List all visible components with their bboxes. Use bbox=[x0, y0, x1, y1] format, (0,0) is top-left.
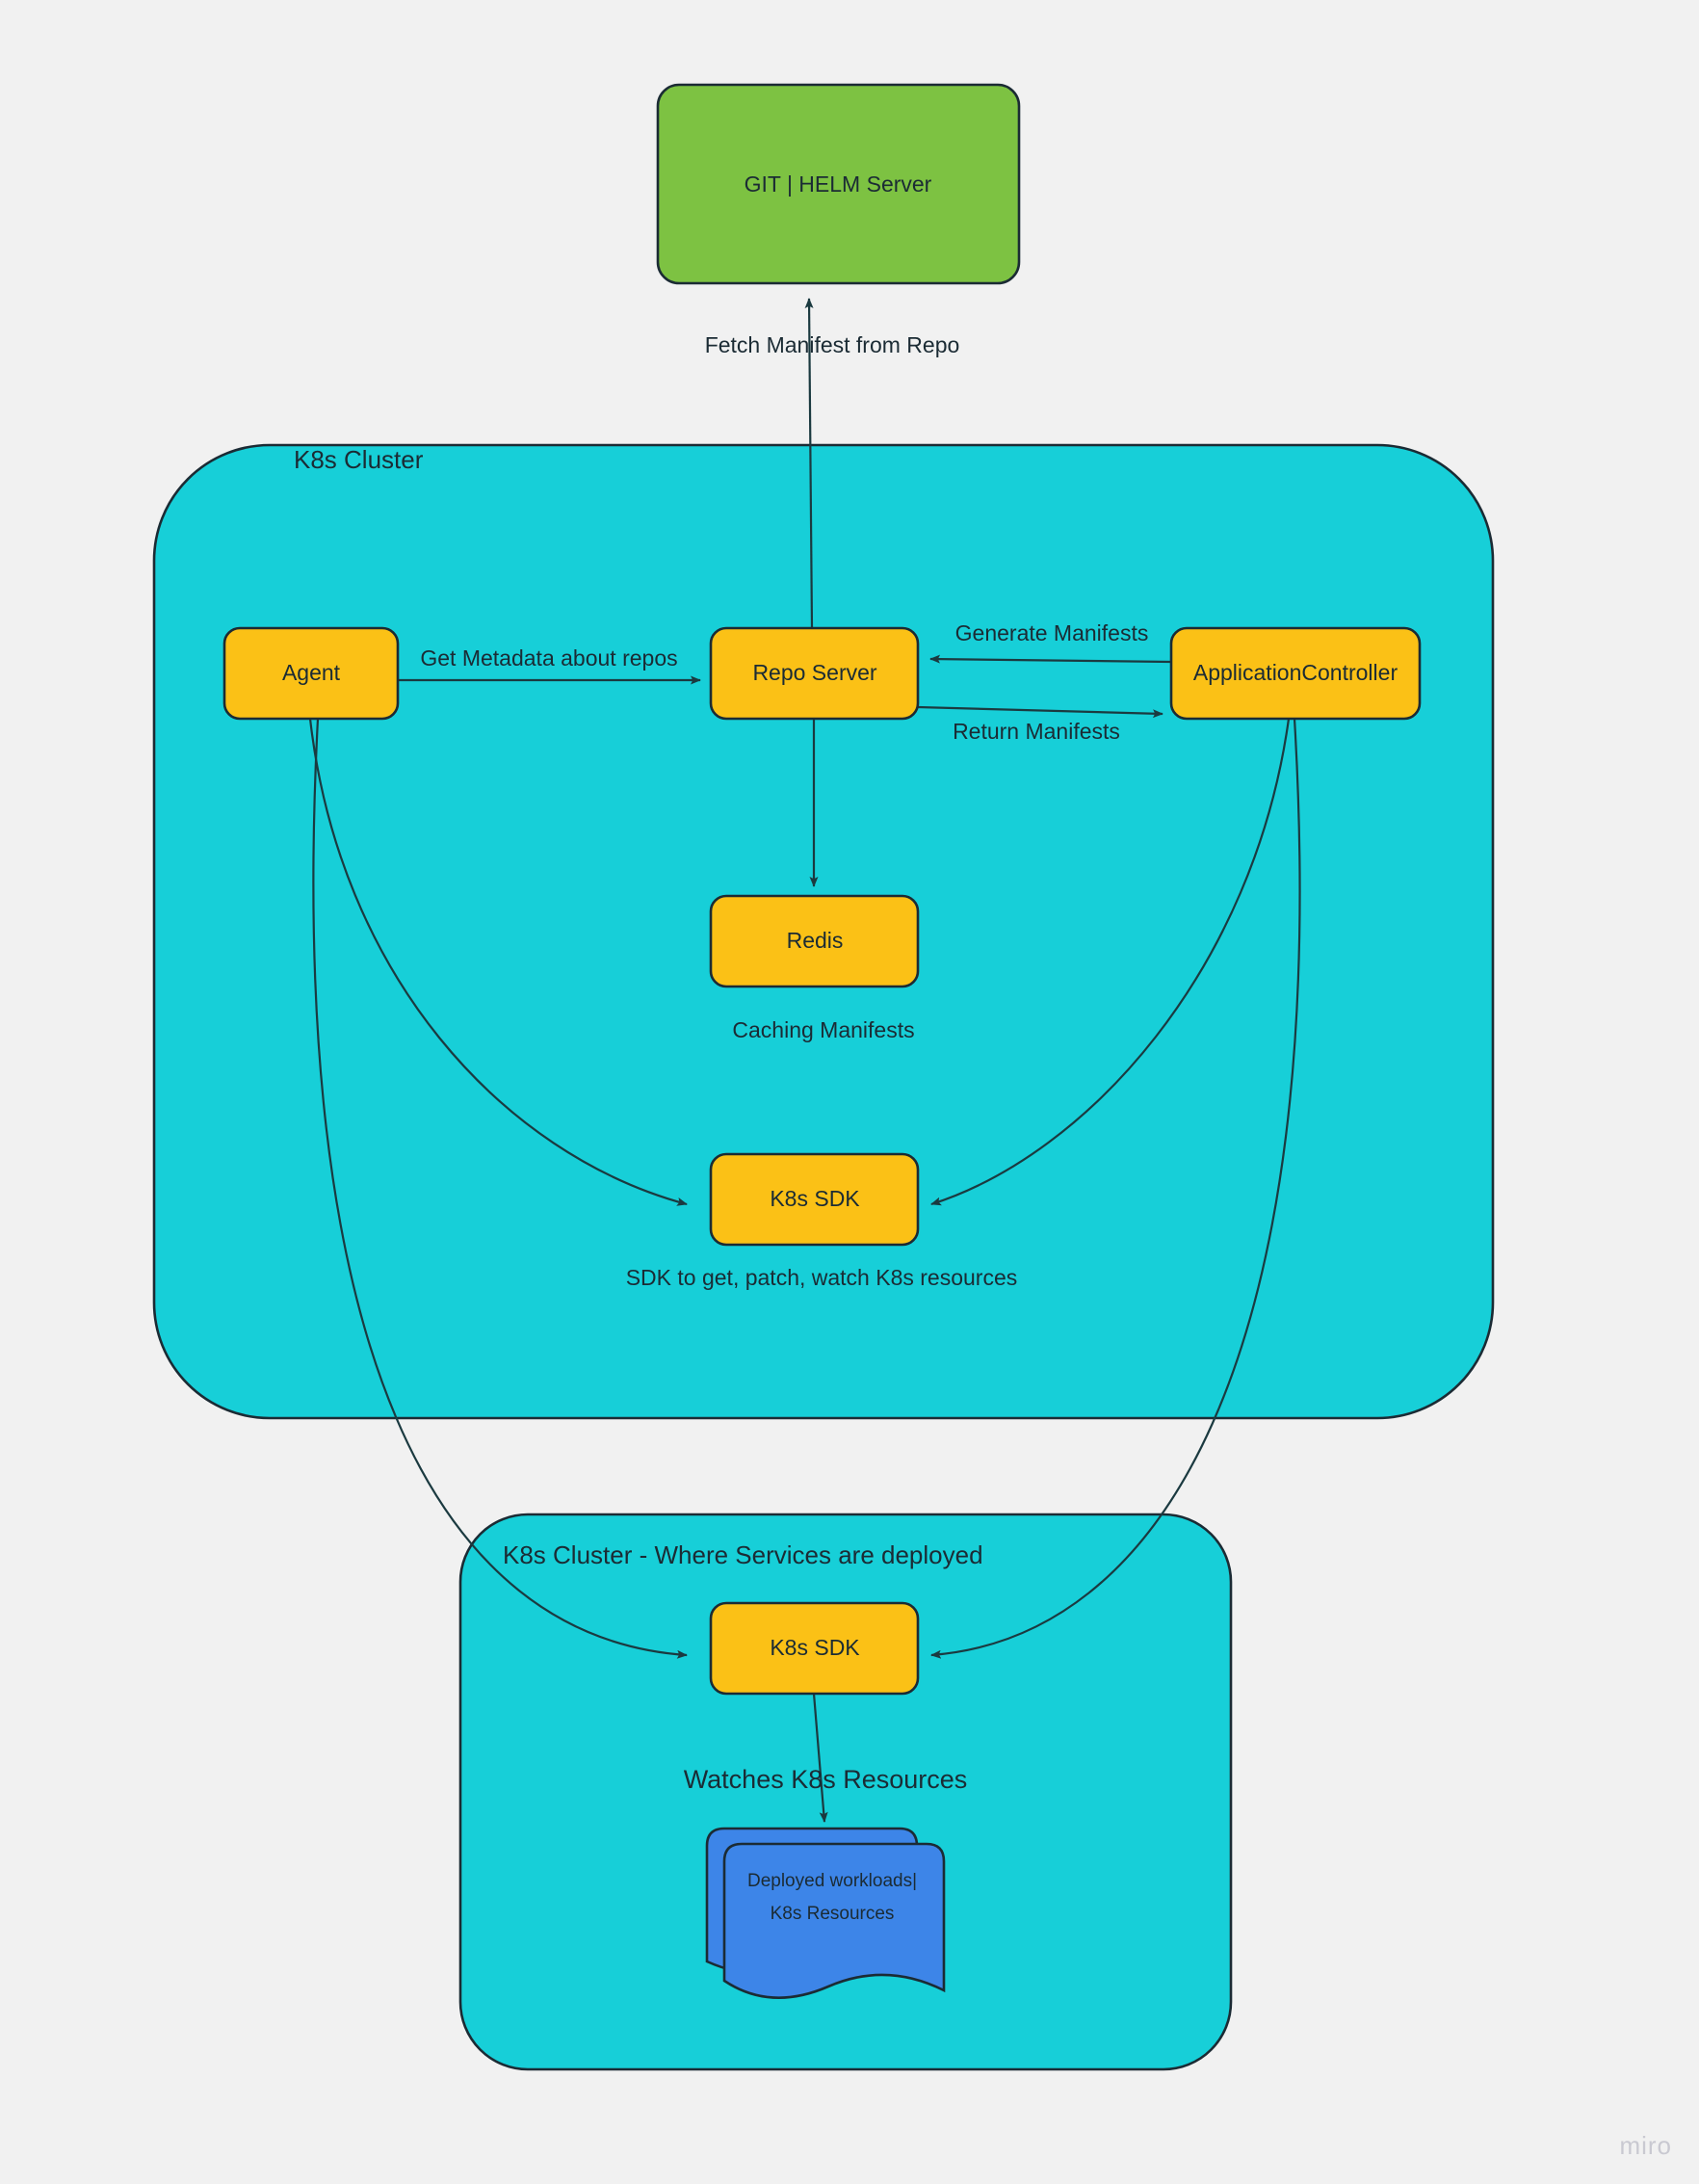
edge-label-generate-manifests: Generate Manifests bbox=[955, 620, 1149, 645]
group-title-k8s-cluster-control: K8s Cluster bbox=[294, 445, 424, 474]
edge-repo-server-to-application-controller bbox=[917, 705, 1163, 719]
deployed-workloads-label-line2: K8s Resources bbox=[771, 1904, 895, 1924]
application-controller-label: ApplicationController bbox=[1193, 660, 1398, 685]
git-helm-server-box[interactable] bbox=[656, 83, 1021, 285]
deployed-workloads-front-sheet bbox=[722, 1842, 946, 1999]
repo-server-box[interactable] bbox=[709, 626, 920, 721]
k8s-sdk-control-label: K8s SDK bbox=[770, 1186, 860, 1211]
edge-k8s-sdk-workload-to-workloads bbox=[812, 1693, 828, 1823]
agent-box[interactable] bbox=[222, 626, 400, 721]
edge-label-watches-k8s-resources: Watches K8s Resources bbox=[684, 1765, 968, 1794]
edge-repo-server-to-git bbox=[804, 298, 814, 629]
node-application-controller[interactable]: ApplicationController bbox=[1169, 626, 1422, 721]
captions: Caching Manifests SDK to get, patch, wat… bbox=[626, 1017, 1018, 1290]
node-repo-server[interactable]: Repo Server bbox=[709, 626, 920, 721]
redis-label: Redis bbox=[787, 928, 844, 953]
node-k8s-sdk-workload[interactable]: K8s SDK bbox=[709, 1601, 920, 1696]
application-controller-box[interactable] bbox=[1169, 626, 1422, 721]
miro-watermark: miro bbox=[1619, 2131, 1672, 2160]
k8s-sdk-workload-box[interactable] bbox=[709, 1601, 920, 1696]
edge-agent-to-k8s-sdk-workload bbox=[312, 718, 688, 1659]
edge-label-return-manifests: Return Manifests bbox=[953, 719, 1120, 744]
edge-application-controller-to-k8s-sdk-workload bbox=[930, 718, 1301, 1659]
edge-label-get-metadata: Get Metadata about repos bbox=[420, 645, 677, 671]
node-redis[interactable]: Redis bbox=[709, 894, 920, 988]
edge-application-controller-to-k8s-sdk-control bbox=[930, 718, 1291, 1206]
k8s-sdk-control-caption: SDK to get, patch, watch K8s resources bbox=[626, 1265, 1018, 1290]
group-title-k8s-cluster-workloads: K8s Cluster - Where Services are deploye… bbox=[503, 1540, 983, 1569]
agent-label: Agent bbox=[282, 660, 341, 685]
edge-label-fetch-manifest: Fetch Manifest from Repo bbox=[705, 332, 960, 357]
edges bbox=[308, 298, 1301, 1823]
group-k8s-cluster-workloads[interactable] bbox=[458, 1513, 1233, 2071]
node-k8s-sdk-control[interactable]: K8s SDK bbox=[709, 1152, 920, 1247]
repo-server-label: Repo Server bbox=[752, 660, 876, 685]
git-helm-server-label: GIT | HELM Server bbox=[745, 171, 932, 197]
k8s-sdk-control-box[interactable] bbox=[709, 1152, 920, 1247]
node-git-helm-server[interactable]: GIT | HELM Server bbox=[656, 83, 1021, 285]
node-deployed-workloads[interactable]: Deployed workloads| K8s Resources bbox=[705, 1827, 946, 1999]
redis-caption: Caching Manifests bbox=[732, 1017, 914, 1042]
edge-labels: Fetch Manifest from Repo Get Metadata ab… bbox=[420, 332, 1148, 1794]
nodes: GIT | HELM Server Agent Repo Server Appl… bbox=[222, 83, 1422, 1696]
edge-application-controller-to-repo-server bbox=[929, 654, 1172, 664]
k8s-sdk-workload-label: K8s SDK bbox=[770, 1635, 860, 1660]
redis-box[interactable] bbox=[709, 894, 920, 988]
node-agent[interactable]: Agent bbox=[222, 626, 400, 721]
deployed-workloads-label-line1: Deployed workloads| bbox=[747, 1871, 917, 1891]
edge-agent-to-k8s-sdk-control bbox=[308, 718, 688, 1206]
